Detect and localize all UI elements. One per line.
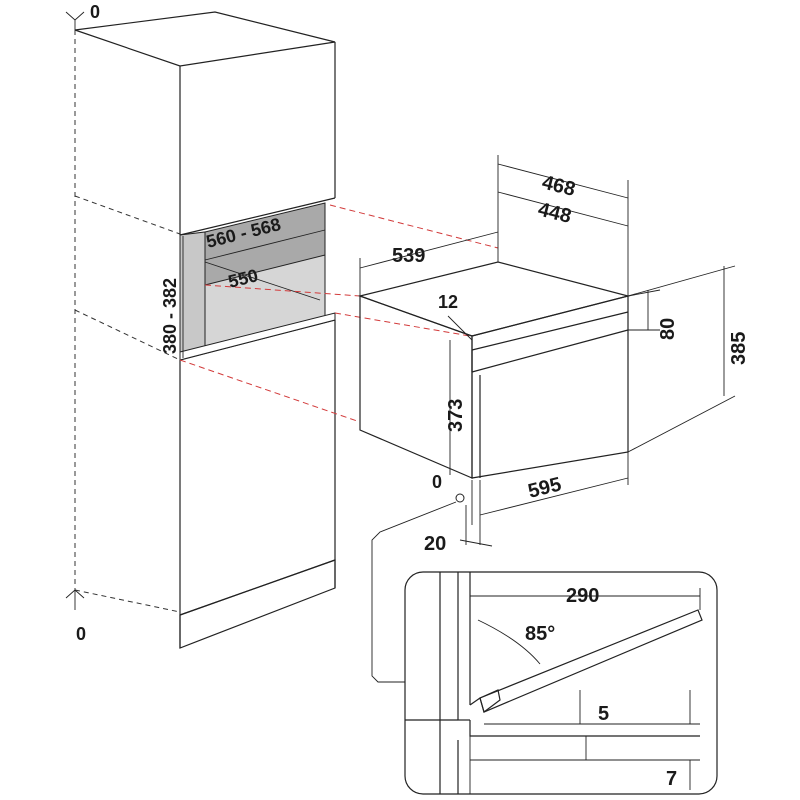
- door-angle-label: 85°: [525, 623, 555, 645]
- door-detail: 290 85° 5 7: [404, 571, 718, 795]
- detail-leader-line: [371, 501, 457, 683]
- niche-opening: [179, 202, 336, 361]
- control-panel-height-label: 80: [657, 318, 679, 340]
- oven-width-outer-label: 468: [540, 172, 578, 201]
- top-gap-marker: 0: [65, 2, 100, 30]
- oven-top: [357, 261, 631, 337]
- door-gap-label: 5: [598, 703, 609, 725]
- oven-width-inner-label: 448: [536, 199, 574, 228]
- door-angle-arc: [477, 619, 541, 665]
- total-height-label: 385: [728, 332, 750, 365]
- bottom-gap-label: 0: [76, 624, 86, 644]
- door-clearance-label: 7: [666, 768, 677, 790]
- niche-height-marker: 380 - 382: [160, 236, 184, 358]
- body-height-label: 373: [445, 399, 467, 432]
- oven-front: [471, 295, 629, 479]
- bottom-gap-marker: 0: [65, 589, 86, 644]
- door-length-label: 290: [566, 585, 599, 607]
- cabinet-top: [74, 11, 336, 67]
- oven-door-handle: [471, 329, 629, 373]
- oven: [357, 261, 631, 479]
- door-protrusion-label: 20: [424, 533, 446, 555]
- alignment-guides: [179, 204, 499, 423]
- cabinet-plinth: [179, 559, 336, 649]
- panel-thickness-label: 12: [438, 292, 458, 312]
- oven-depth-label: 539: [392, 245, 425, 267]
- front-width-label: 595: [526, 473, 564, 502]
- top-gap-label: 0: [90, 2, 100, 22]
- oven-dimensions: 539 468 448 12 80 385 373 595 0: [359, 155, 750, 555]
- detail-callout-marker: [455, 493, 465, 503]
- detail-frame: [404, 571, 718, 795]
- niche-front-strip: [179, 312, 336, 361]
- niche-left-wall: [179, 231, 206, 361]
- front-offset-label: 0: [432, 472, 442, 492]
- niche-height-label: 380 - 382: [160, 278, 180, 354]
